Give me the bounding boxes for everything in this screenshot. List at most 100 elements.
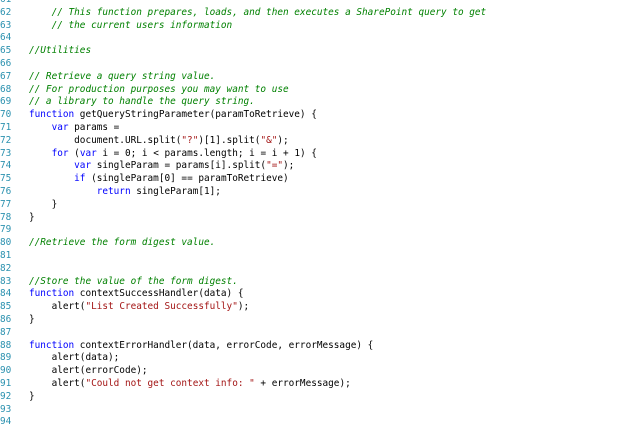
code-line[interactable]: 65 //Utilities xyxy=(0,45,623,58)
code-string: "List Created Successfully" xyxy=(85,301,238,313)
code-text: i = xyxy=(96,147,125,159)
code-line[interactable]: 82 xyxy=(0,263,623,276)
line-number: 88 xyxy=(0,339,12,351)
code-line[interactable]: 69 // a library to handle the query strin… xyxy=(0,96,623,109)
code-line[interactable]: 78} xyxy=(0,212,623,225)
line-number: 92 xyxy=(0,390,12,402)
code-comment: //Utilities xyxy=(29,45,92,57)
code-line[interactable]: 75 if (singleParam[0] == paramToRetrieve… xyxy=(0,173,623,186)
code-line[interactable]: 89 alert(data); xyxy=(0,352,623,365)
code-number: 1 xyxy=(203,185,210,197)
line-number: 77 xyxy=(0,198,12,210)
line-number: 62 xyxy=(0,6,12,18)
code-text xyxy=(29,122,52,133)
code-keyword: var xyxy=(79,147,97,159)
code-text: ); xyxy=(277,134,289,146)
code-text: contextErrorHandler(data, errorCode, err… xyxy=(74,339,374,351)
code-line[interactable]: 94 xyxy=(0,416,623,425)
line-number: 66 xyxy=(0,57,12,69)
code-text: singleParam = params[i].split( xyxy=(91,160,267,172)
code-line[interactable]: 92} xyxy=(0,391,623,404)
code-line[interactable]: 77 } xyxy=(0,199,623,212)
line-number: 76 xyxy=(0,185,12,197)
code-line[interactable]: 87 xyxy=(0,327,623,340)
code-line[interactable]: 64 xyxy=(0,32,623,45)
code-line[interactable]: 73 for (var i = 0; i < params.length; i … xyxy=(0,148,623,161)
code-line[interactable]: 68// For production purposes you may wan… xyxy=(0,84,623,97)
code-number: 0 xyxy=(164,173,171,185)
code-line[interactable]: 66 xyxy=(0,58,623,71)
code-text xyxy=(29,148,52,159)
code-line[interactable]: 67// Retrieve a query string value. xyxy=(0,71,623,84)
code-text: contextSuccessHandler(data) { xyxy=(74,288,244,300)
code-line[interactable]: 62 // This function prepares, loads, and… xyxy=(0,7,623,20)
line-number: 61 xyxy=(0,0,26,7)
code-text xyxy=(29,173,74,184)
code-text: } xyxy=(29,211,35,223)
code-line[interactable]: 79 xyxy=(0,224,623,237)
code-text: alert( xyxy=(29,377,86,389)
code-string: "=" xyxy=(266,160,284,172)
code-number: 1 xyxy=(209,134,216,146)
code-text: singleParam[ xyxy=(130,185,204,197)
code-line[interactable]: 85 alert("List Created Successfully"); xyxy=(0,301,623,314)
code-line[interactable]: 76 return singleParam[1]; xyxy=(0,186,623,199)
line-number: 70 xyxy=(0,109,12,121)
line-number: 79 xyxy=(0,224,12,236)
line-number: 72 xyxy=(0,134,12,146)
line-number: 91 xyxy=(0,377,12,389)
code-keyword: var xyxy=(51,121,69,133)
code-line[interactable]: 63 // the current users information xyxy=(0,20,623,33)
code-text: ); xyxy=(237,301,250,313)
code-string: "?" xyxy=(181,134,199,146)
code-line[interactable]: 61 xyxy=(0,0,623,7)
code-line[interactable]: 80//Retrieve the form digest value. xyxy=(0,237,623,250)
line-number: 90 xyxy=(0,365,12,377)
code-line[interactable]: 93 xyxy=(0,404,623,417)
line-number: 83 xyxy=(0,275,12,287)
code-text: ); xyxy=(283,160,295,172)
code-line[interactable]: 90 alert(errorCode); xyxy=(0,365,623,378)
line-number: 81 xyxy=(0,249,12,261)
code-line[interactable]: 70 function getQueryStringParameter(param… xyxy=(0,109,623,122)
line-number: 78 xyxy=(0,211,12,223)
line-number: 82 xyxy=(0,262,12,274)
code-comment: // Retrieve a query string value. xyxy=(29,70,216,82)
code-text: } xyxy=(29,313,35,325)
code-keyword: var xyxy=(74,160,92,172)
code-comment: //Store the value of the form digest. xyxy=(29,275,238,287)
code-line[interactable]: 91 alert("Could not get context info: " … xyxy=(0,378,623,391)
code-text: alert( xyxy=(29,301,86,313)
line-number: 71 xyxy=(0,121,12,133)
code-line[interactable]: 83 //Store the value of the form digest. xyxy=(0,276,623,289)
code-comment: // a library to handle the query string. xyxy=(29,96,255,108)
line-number: 64 xyxy=(0,32,12,44)
line-number: 69 xyxy=(0,96,12,108)
code-number: 1 xyxy=(294,147,300,159)
line-number: 93 xyxy=(0,403,12,415)
code-line[interactable]: 81 xyxy=(0,250,623,263)
code-line[interactable]: 74 var singleParam = params[i].split("="… xyxy=(0,160,623,173)
code-line[interactable]: 72 document.URL.split("?")[1].split("&")… xyxy=(0,135,623,148)
code-keyword: function xyxy=(29,109,75,121)
code-text: getQueryStringParameter(paramToRetrieve)… xyxy=(74,109,317,121)
code-line[interactable]: 71 var params = xyxy=(0,122,623,135)
line-number: 85 xyxy=(0,301,12,313)
code-text: ]; xyxy=(209,185,221,197)
code-text: ) { xyxy=(299,147,317,159)
code-text: )[ xyxy=(198,134,210,146)
code-text: + errorMessage); xyxy=(254,377,351,389)
code-string: "Could not get context info: " xyxy=(85,377,255,389)
code-line[interactable]: 86} xyxy=(0,314,623,327)
code-comment: // This function prepares, loads, and th… xyxy=(51,6,487,18)
line-number: 68 xyxy=(0,83,12,95)
code-text: (singleParam[ xyxy=(85,173,165,185)
code-text xyxy=(29,7,52,18)
line-number: 65 xyxy=(0,45,12,57)
code-keyword: return xyxy=(96,185,131,197)
code-text: ( xyxy=(68,147,80,159)
